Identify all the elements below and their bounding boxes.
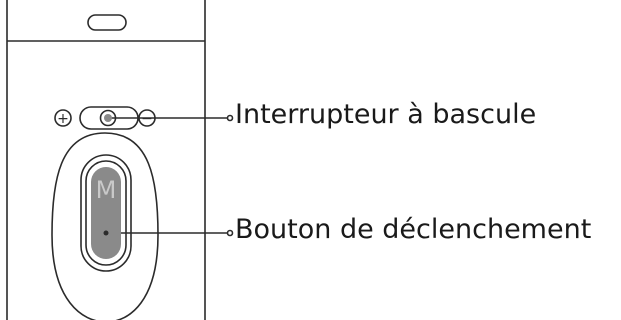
plus-circle xyxy=(54,109,72,127)
toggle-leader-end xyxy=(226,114,234,122)
minus-symbol: − xyxy=(141,111,153,127)
trigger-point-dot xyxy=(103,230,109,236)
oval-housing xyxy=(51,132,159,320)
mode-button-ring-outer xyxy=(80,154,132,272)
toggle-knob-center xyxy=(104,114,112,122)
toggle-switch-label: Interrupteur à bascule xyxy=(235,99,537,130)
top-slot xyxy=(87,14,127,31)
mode-button xyxy=(91,167,121,259)
trigger-button-label: Bouton de déclenchement xyxy=(235,214,592,245)
mode-button-letter: M xyxy=(96,176,117,204)
device-body-outline xyxy=(6,0,206,320)
trigger-leader-end xyxy=(226,229,234,237)
plus-symbol: + xyxy=(57,111,69,127)
mode-button-ring-inner xyxy=(85,160,127,266)
